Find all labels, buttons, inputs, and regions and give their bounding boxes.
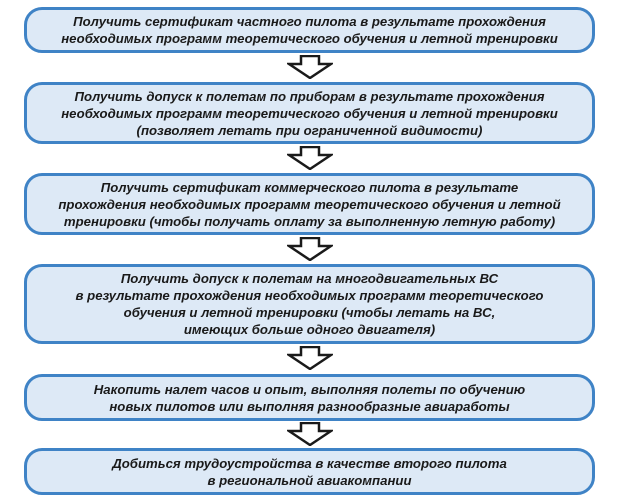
down-arrow-icon <box>287 346 333 370</box>
step-text-5: Накопить налет часов и опыт, выполняя по… <box>93 381 526 414</box>
step-box-3: Получить сертификат коммерческого пилота… <box>24 173 595 235</box>
down-arrow-icon <box>287 422 333 446</box>
step-box-5: Накопить налет часов и опыт, выполняя по… <box>24 374 595 421</box>
step-text-4: Получить допуск к полетам на многодвигат… <box>75 271 544 337</box>
step-box-1: Получить сертификат частного пилота в ре… <box>24 7 595 53</box>
step-text-1: Получить сертификат частного пилота в ре… <box>61 14 558 46</box>
step-box-2: Получить допуск к полетам по приборам в … <box>24 82 595 144</box>
down-arrow-icon <box>287 146 333 170</box>
step-box-4: Получить допуск к полетам на многодвигат… <box>24 264 595 344</box>
step-box-6: Добиться трудоустройства в качестве втор… <box>24 448 595 495</box>
step-text-6: Добиться трудоустройства в качестве втор… <box>112 455 507 488</box>
step-text-3: Получить сертификат коммерческого пилота… <box>58 179 561 229</box>
down-arrow-icon <box>287 55 333 79</box>
step-text-2: Получить допуск к полетам по приборам в … <box>61 88 558 138</box>
down-arrow-icon <box>287 237 333 261</box>
